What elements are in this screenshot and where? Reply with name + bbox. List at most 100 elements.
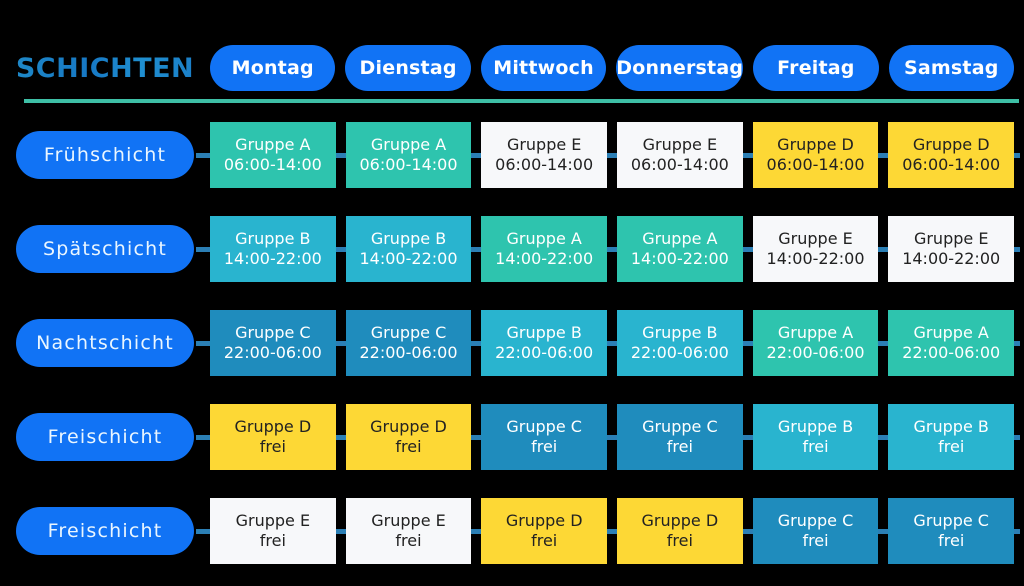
cell-time: 22:00-06:00: [359, 343, 458, 362]
cell-time: frei: [802, 531, 829, 550]
cell-time: 22:00-06:00: [902, 343, 1001, 362]
cell-group: Gruppe E: [371, 511, 446, 531]
cell-time: 22:00-06:00: [766, 343, 865, 362]
cell-group: Gruppe C: [642, 417, 718, 437]
day-header-mittwoch[interactable]: Mittwoch: [480, 45, 607, 91]
cell-time: frei: [938, 437, 965, 456]
cell-time: frei: [666, 531, 693, 550]
cell-time: 22:00-06:00: [495, 343, 594, 362]
row-label-cell: Freischicht: [0, 507, 210, 555]
cell-group: Gruppe D: [234, 417, 312, 437]
shift-label-spaetschicht[interactable]: Spätschicht: [16, 225, 194, 273]
shift-label-freischicht-1[interactable]: Freischicht: [16, 413, 194, 461]
cell-group: Gruppe A: [642, 229, 718, 249]
cell-time: 22:00-06:00: [223, 343, 322, 362]
cell-time: frei: [802, 437, 829, 456]
cell-group: Gruppe E: [642, 135, 718, 155]
cell-time: 06:00-14:00: [495, 155, 594, 174]
cell-group: Gruppe E: [506, 135, 582, 155]
cell-group: Gruppe B: [777, 417, 854, 437]
day-header-freitag[interactable]: Freitag: [753, 45, 879, 91]
cell-group: Gruppe E: [778, 229, 853, 249]
cell-time: frei: [531, 437, 558, 456]
day-header-dienstag[interactable]: Dienstag: [345, 45, 471, 91]
cell-group: Gruppe E: [913, 229, 989, 249]
header-divider: [24, 99, 1019, 103]
day-header-list: Montag Dienstag Mittwoch Donnerstag Frei…: [210, 45, 1024, 91]
shift-label-fruehschicht[interactable]: Frühschicht: [16, 131, 194, 179]
cell-time: 14:00-22:00: [223, 249, 322, 268]
cell-time: 14:00-22:00: [902, 249, 1001, 268]
header-row: SCHICHTEN Montag Dienstag Mittwoch Donne…: [0, 42, 1024, 94]
cell-time: frei: [395, 437, 422, 456]
cell-time: 06:00-14:00: [359, 155, 458, 174]
cell-group: Gruppe A: [777, 323, 854, 343]
cell-time: 06:00-14:00: [223, 155, 322, 174]
cell-time: 14:00-22:00: [630, 249, 729, 268]
cell-group: Gruppe D: [912, 135, 990, 155]
cell-group: Gruppe C: [370, 323, 447, 343]
cell-group: Gruppe C: [777, 511, 854, 531]
cell-time: frei: [666, 437, 693, 456]
cell-group: Gruppe A: [235, 135, 311, 155]
day-header-montag[interactable]: Montag: [210, 45, 336, 91]
cell-group: Gruppe C: [235, 323, 311, 343]
cell-time: 14:00-22:00: [766, 249, 865, 268]
cell-time: frei: [259, 531, 286, 550]
shift-label-freischicht-2[interactable]: Freischicht: [16, 507, 194, 555]
cell-group: Gruppe D: [370, 417, 447, 437]
cell-group: Gruppe A: [506, 229, 582, 249]
row-connector-rail: [196, 341, 1020, 346]
title-cell: SCHICHTEN: [0, 53, 210, 84]
row-connector-rail: [196, 529, 1020, 534]
cell-group: Gruppe A: [913, 323, 989, 343]
cell-time: frei: [395, 531, 422, 550]
cell-group: Gruppe E: [235, 511, 311, 531]
cell-time: 14:00-22:00: [359, 249, 458, 268]
shift-label-nachtschicht[interactable]: Nachtschicht: [16, 319, 194, 367]
cell-group: Gruppe C: [506, 417, 582, 437]
day-header-samstag[interactable]: Samstag: [888, 45, 1014, 91]
cell-group: Gruppe B: [506, 323, 582, 343]
day-header-donnerstag[interactable]: Donnerstag: [616, 45, 744, 91]
cell-group: Gruppe B: [642, 323, 718, 343]
